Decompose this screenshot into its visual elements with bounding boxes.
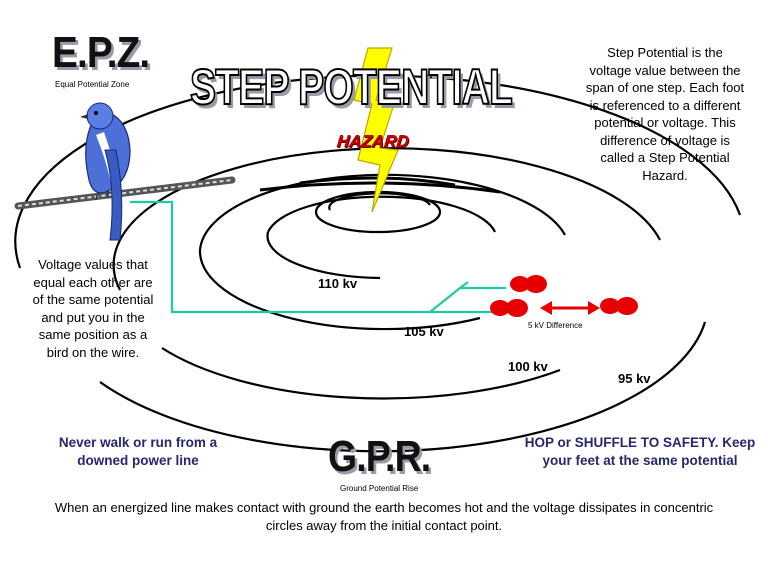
ring-label-95: 95 kv [618,371,651,386]
ring-2 [267,197,495,278]
foot-lower-left [490,299,528,317]
warning-hop-shuffle: HOP or SHUFFLE TO SAFETY. Keep your feet… [520,434,760,469]
step-potential-description: Step Potential is the voltage value betw… [585,44,745,184]
difference-label: 5 kV Difference [528,321,583,330]
footprint-icon [490,275,638,317]
ring-label-110: 110 kv [318,276,357,291]
warning-never-walk: Never walk or run from a downed power li… [38,434,238,469]
epz-title: E.P.Z. [52,28,149,78]
foot-upper [510,275,547,293]
ring-label-100: 100 kv [508,359,548,374]
foot-lower-right [600,297,638,315]
step-potential-title: STEP POTENTIAL [190,58,512,116]
epz-subtitle: Equal Potential Zone [55,80,129,89]
gpr-subtitle: Ground Potential Rise [340,484,418,493]
equal-potential-description: Voltage values that equal each other are… [28,256,158,361]
double-arrow-icon [540,301,600,315]
power-line-icon [18,180,232,206]
bird-icon [80,103,130,240]
hazard-label: HAZARD [336,132,410,152]
ring-label-105: 105 kv [404,324,444,339]
bottom-caption: When an energized line makes contact wit… [40,499,728,535]
gpr-title: G.P.R. [328,432,430,482]
